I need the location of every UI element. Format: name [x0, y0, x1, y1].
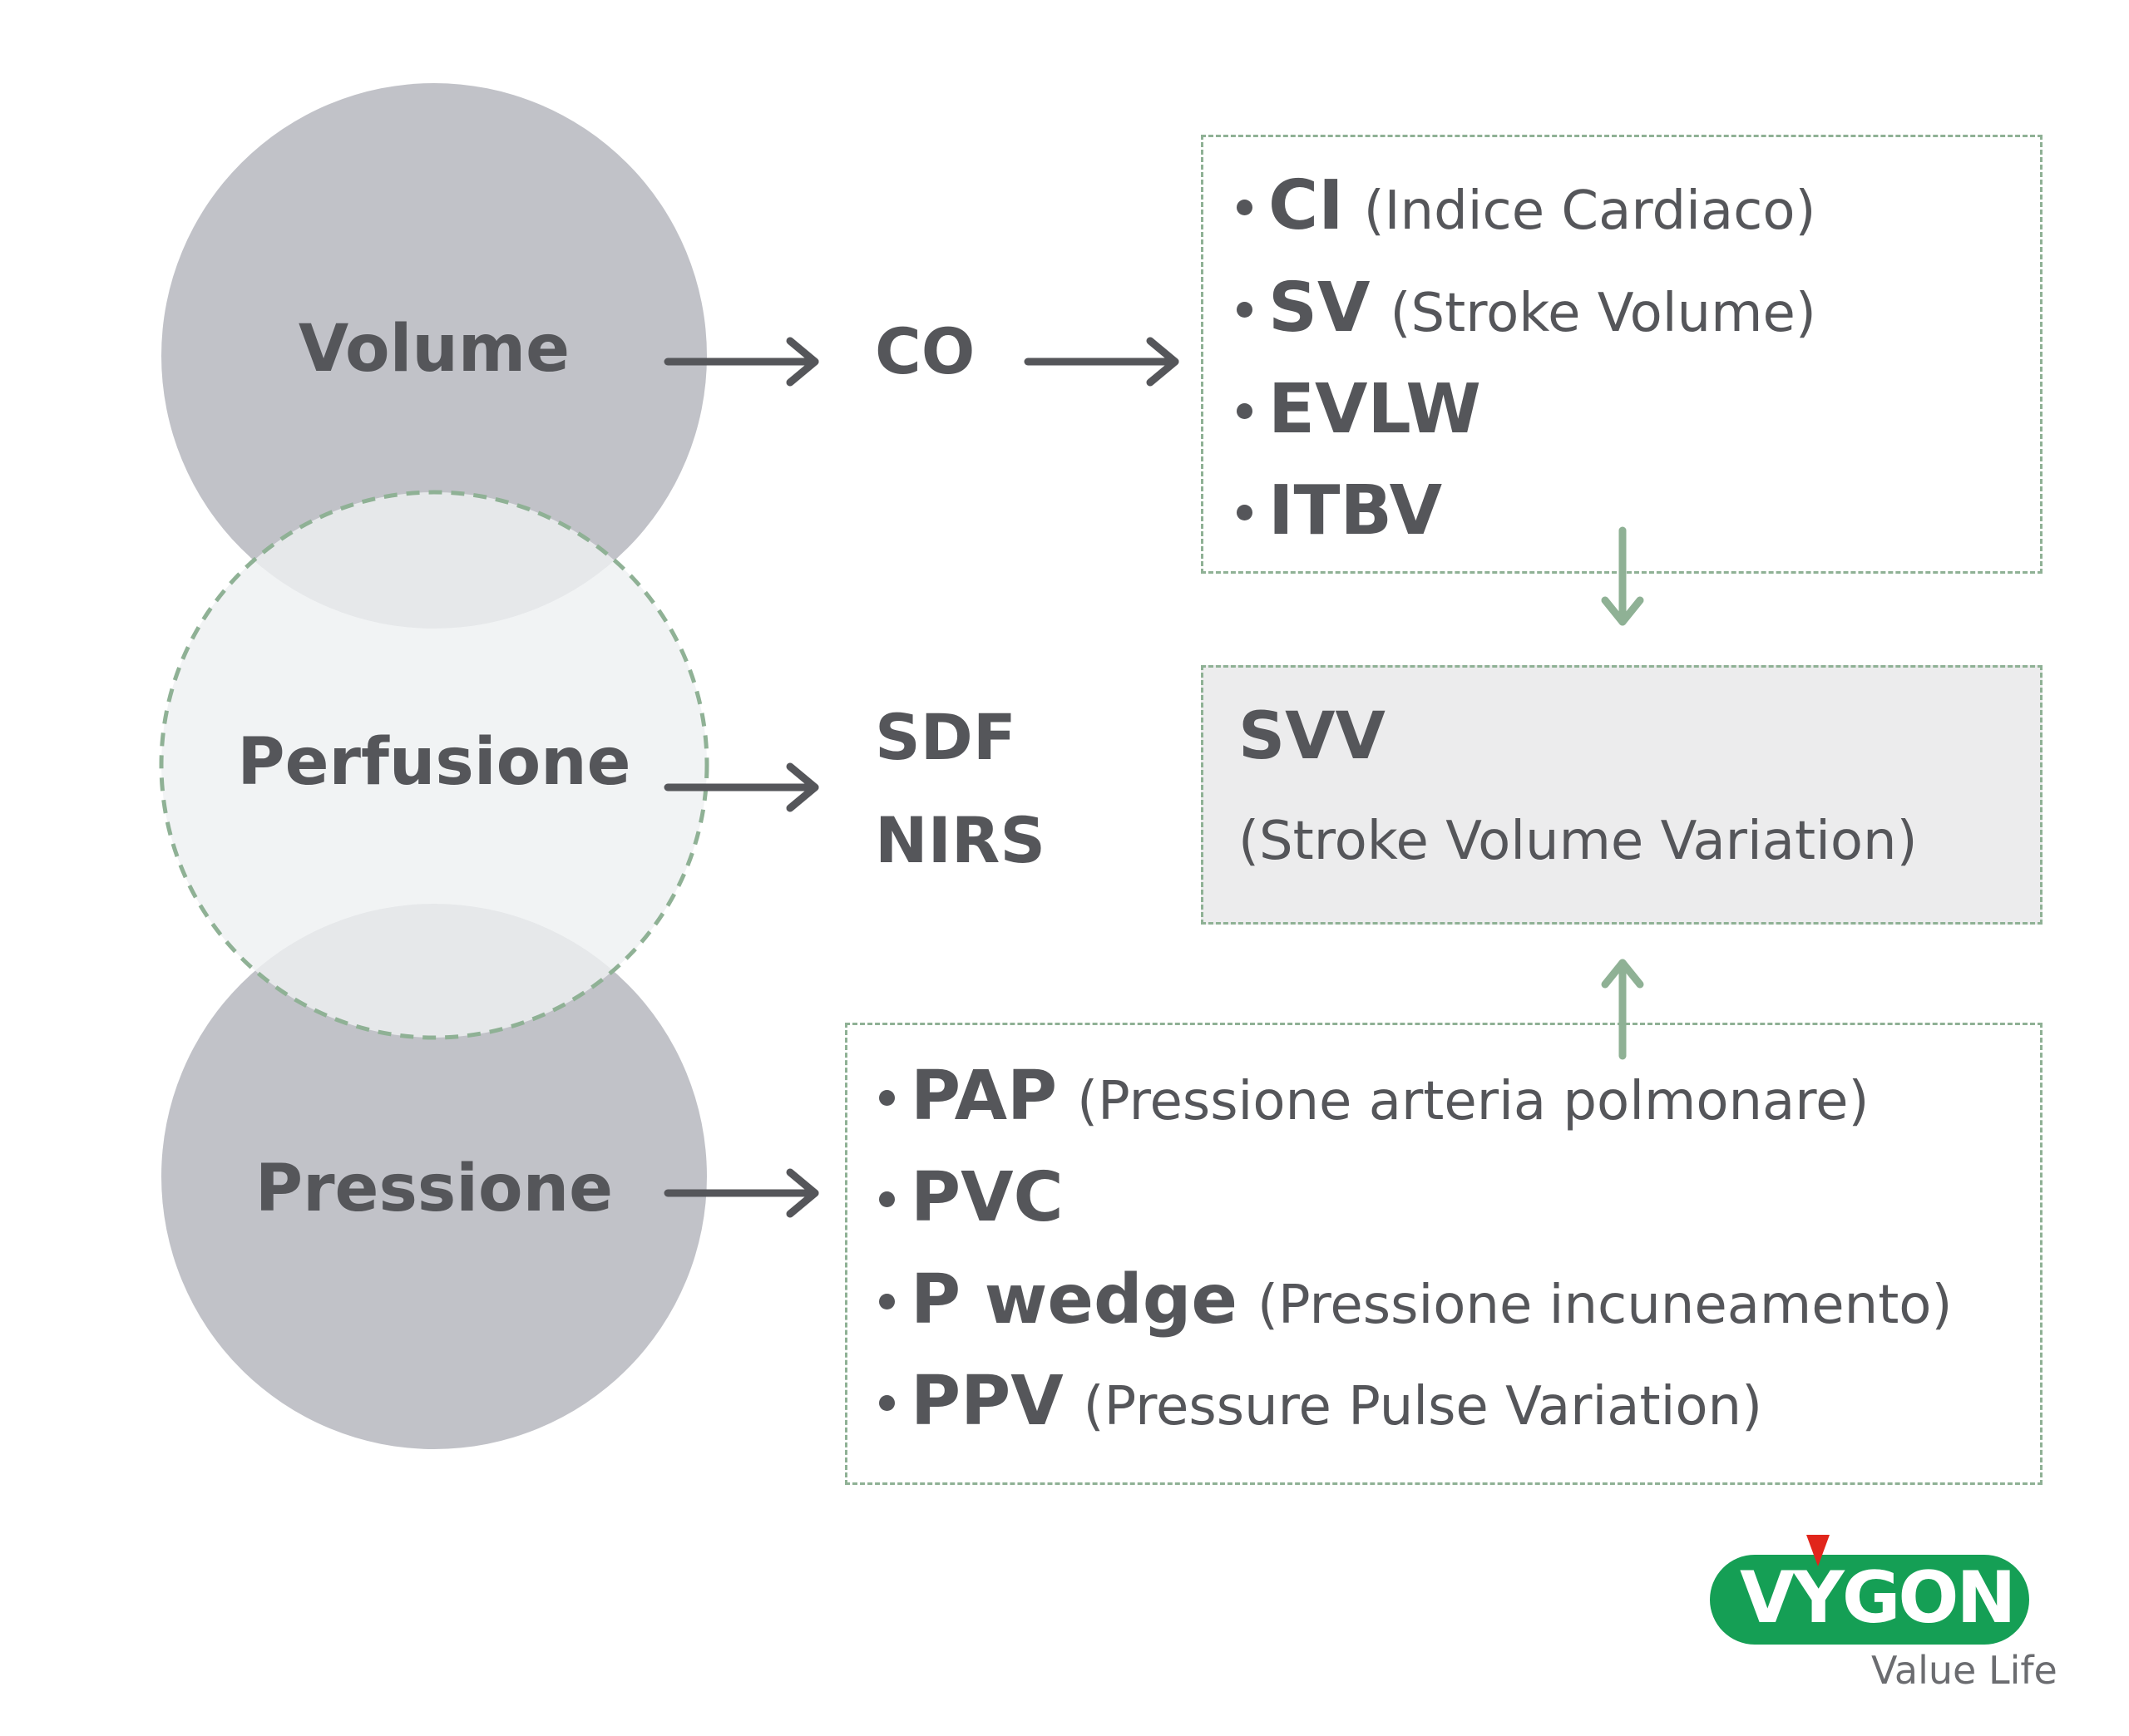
sdf-label: SDF [875, 700, 1016, 774]
list-item: SV (Stroke Volume) [1237, 269, 1816, 348]
logo-tagline: Value Life [1871, 1648, 2057, 1693]
arrow-pressione-to-box [664, 1168, 819, 1218]
volume-label: Volume [298, 312, 571, 387]
volume-circle [161, 83, 707, 629]
pressione-circle [161, 904, 707, 1449]
bullet-icon [879, 1191, 895, 1207]
param-desc: (Stroke Volume) [1390, 283, 1816, 344]
bullet-icon [1237, 302, 1252, 318]
co-label: CO [875, 314, 976, 388]
arrow-down-to-svv [1601, 526, 1644, 626]
list-item: PVC [879, 1158, 1064, 1237]
logo-pill [1710, 1555, 2029, 1645]
pressione-label: Pressione [254, 1152, 614, 1226]
param-desc: (Pressure Pulse Variation) [1083, 1376, 1763, 1438]
perfusione-label: Perfusione [237, 725, 631, 800]
param-term: PAP [911, 1057, 1058, 1136]
list-item: P wedge (Pressione incuneamento) [879, 1260, 1952, 1339]
param-term: ITBV [1268, 471, 1443, 550]
list-item: ITBV [1237, 471, 1442, 550]
param-term: SV [1268, 269, 1371, 348]
nirs-label: NIRS [875, 803, 1046, 877]
arrow-co-to-box [1024, 337, 1179, 387]
volume-parameters-box: CI (Indice Cardiaco) SV (Stroke Volume) … [1201, 135, 2043, 574]
vygon-logo: VYGON [1740, 1556, 2017, 1640]
list-item: CI (Indice Cardiaco) [1237, 166, 1815, 245]
param-term: PPV [911, 1362, 1064, 1441]
arrow-volume-to-co [664, 337, 819, 387]
perfusione-circle-outline [159, 490, 709, 1040]
svv-description: (Stroke Volume Variation) [1238, 811, 1918, 872]
param-desc: (Indice Cardiaco) [1363, 180, 1816, 242]
logo-red-triangle [1806, 1535, 1830, 1566]
param-term: P wedge [911, 1260, 1238, 1339]
bullet-icon [1237, 505, 1252, 520]
list-item: PAP (Pressione arteria polmonare) [879, 1057, 1870, 1136]
bullet-icon [1237, 200, 1252, 215]
svv-box: SVV (Stroke Volume Variation) [1201, 665, 2043, 925]
arrow-up-to-svv [1601, 959, 1644, 1060]
bullet-icon [879, 1294, 895, 1309]
param-term: PVC [911, 1158, 1064, 1237]
list-item: PPV (Pressure Pulse Variation) [879, 1362, 1762, 1441]
param-term: EVLW [1268, 370, 1481, 449]
bullet-icon [879, 1090, 895, 1106]
param-term: CI [1268, 166, 1344, 245]
arrow-perfusione-to-sdf [664, 762, 819, 812]
perfusione-circle [161, 492, 707, 1038]
bullet-icon [1237, 403, 1252, 419]
param-desc: (Pressione arteria polmonare) [1077, 1071, 1870, 1132]
param-desc: (Pressione incuneamento) [1257, 1275, 1953, 1336]
list-item: EVLW [1237, 370, 1481, 449]
bullet-icon [879, 1395, 895, 1411]
svv-title: SVV [1238, 699, 1386, 774]
pressure-parameters-box: PAP (Pressione arteria polmonare) PVC P … [845, 1023, 2043, 1485]
